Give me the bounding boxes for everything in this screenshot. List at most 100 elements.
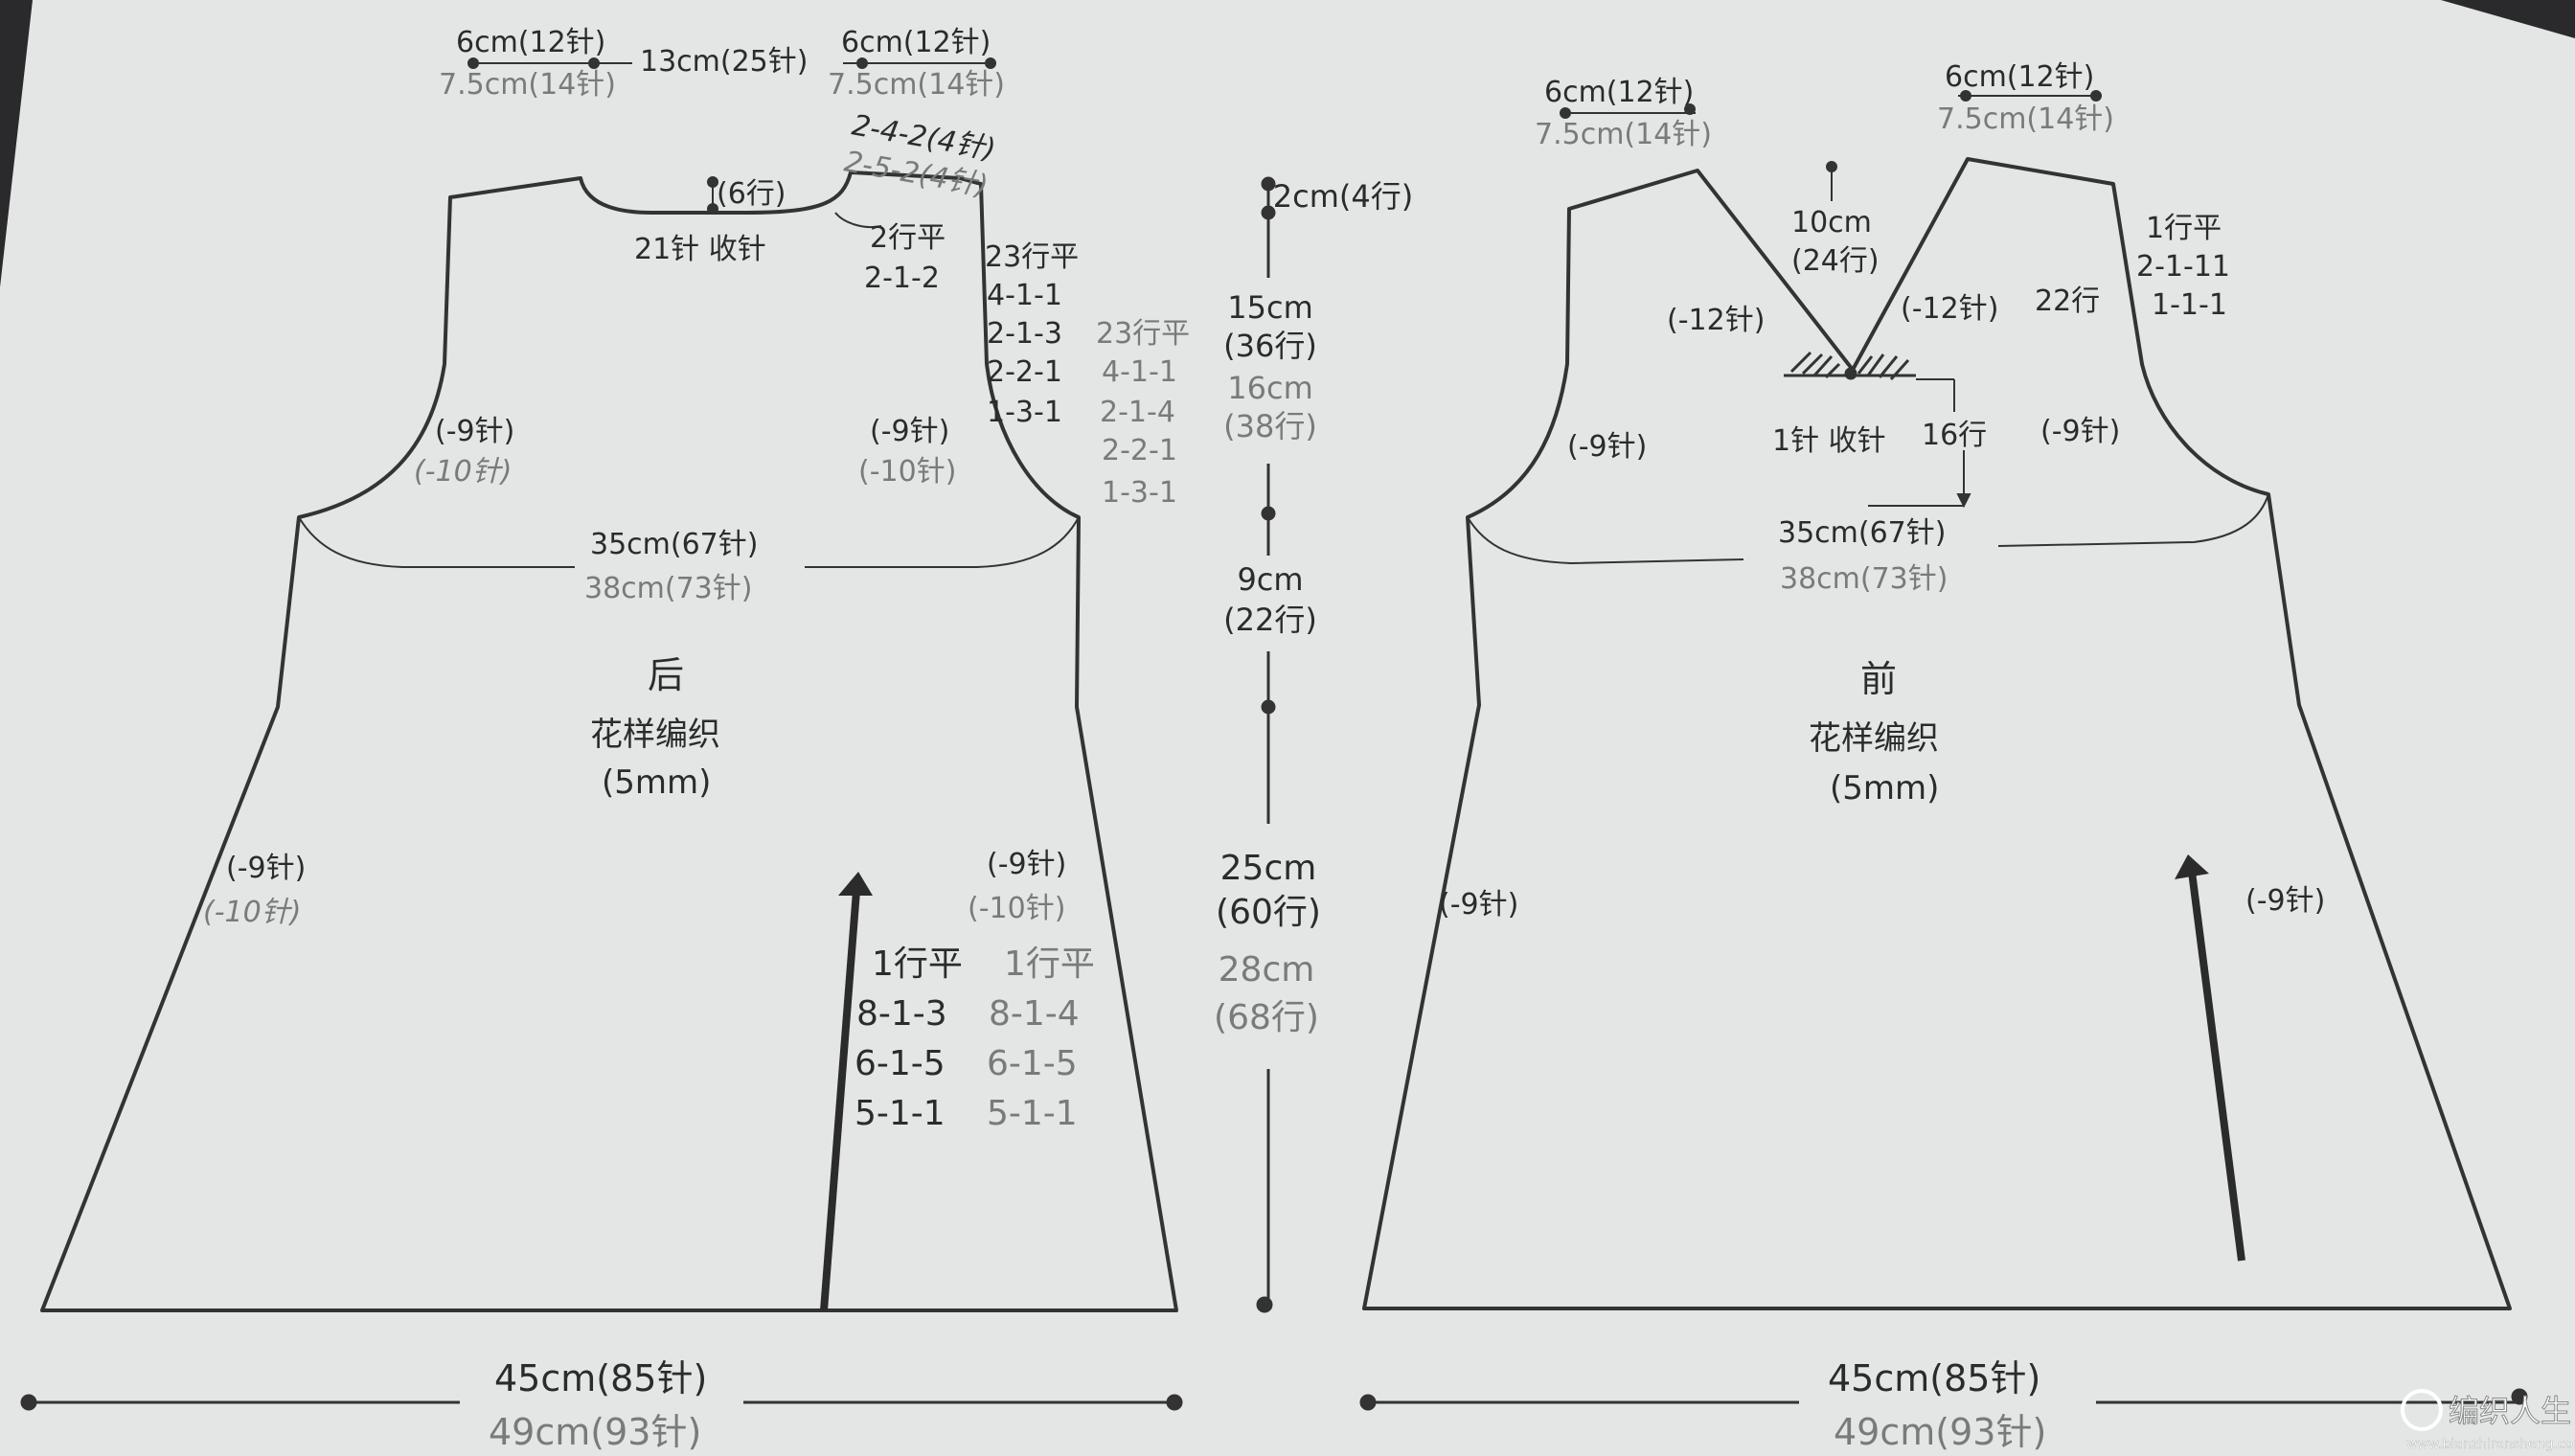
back-armhole-rules-b: 23行平 4-1-1 2-1-4 2-2-1 1-3-1 <box>1096 317 1190 510</box>
back-side-rules-a: 1行平 8-1-3 6-1-5 5-1-1 <box>855 944 963 1133</box>
back-outline <box>40 171 1178 1312</box>
height-mid-rows: (22行) <box>1223 602 1317 638</box>
back-neck-depth: (6行) <box>717 177 786 211</box>
svg-text:2-2-1: 2-2-1 <box>987 355 1062 389</box>
back-armhole-left: (-9针) <box>435 415 514 448</box>
front-armhole-right: (-9针) <box>2040 415 2120 448</box>
height-body: 25cm <box>1220 849 1317 888</box>
back-armhole-left-alt: (-10针) <box>414 455 512 489</box>
back-needle: (5mm) <box>602 763 711 802</box>
back-shoulder-top-left-alt: 7.5cm(14针) <box>439 68 616 102</box>
watermark-name: 编织人生 <box>2449 1393 2571 1429</box>
front-outline <box>1362 157 2512 1310</box>
back-chest: 35cm(67针) <box>590 528 758 561</box>
front-armhole-left: (-9针) <box>1567 430 1647 464</box>
front-chest-curve <box>1467 493 2269 564</box>
back-title: 后 <box>648 654 684 696</box>
svg-text:2-2-1: 2-2-1 <box>1102 434 1177 467</box>
back-chest-curve <box>298 516 1080 568</box>
svg-text:8-1-4: 8-1-4 <box>989 994 1080 1034</box>
height-body-rows: (60行) <box>1216 893 1321 932</box>
svg-text:1-3-1: 1-3-1 <box>987 396 1062 429</box>
height-armhole-alt-rows: (38行) <box>1223 408 1317 444</box>
back-side-rules-b: 1行平 8-1-4 6-1-5 5-1-1 <box>987 944 1095 1133</box>
back-piece <box>40 171 1178 1312</box>
svg-text:23行平: 23行平 <box>985 240 1079 274</box>
back-neck-width: 13cm(25针) <box>640 45 808 79</box>
svg-text:4-1-1: 4-1-1 <box>1102 355 1177 389</box>
svg-text:1行平: 1行平 <box>1004 944 1095 984</box>
front-top-dims <box>1560 90 2102 509</box>
back-top-dims <box>467 57 996 228</box>
height-armhole-alt: 16cm <box>1227 370 1312 406</box>
svg-text:4-1-1: 4-1-1 <box>987 279 1062 312</box>
front-chest-alt: 38cm(73针) <box>1780 562 1948 596</box>
front-hem-alt: 49cm(93针) <box>1834 1411 2046 1453</box>
back-hem: 45cm(85针) <box>494 1357 707 1399</box>
svg-text:23行平: 23行平 <box>1096 317 1190 351</box>
svg-text:1-1-1: 1-1-1 <box>2152 288 2227 322</box>
height-body-alt: 28cm <box>1219 950 1315 990</box>
front-v-rows: (24行) <box>1791 244 1880 278</box>
back-side-left: (-9针) <box>226 852 306 885</box>
back-neck-flat: 2行平 <box>870 221 946 255</box>
back-side-right: (-9针) <box>987 848 1066 881</box>
front-center-rows: 16行 <box>1922 419 1987 452</box>
height-armhole-rows: (36行) <box>1223 328 1317 364</box>
svg-text:6-1-5: 6-1-5 <box>855 1044 946 1083</box>
watermark-logo-icon <box>2401 1389 2443 1431</box>
front-shoulder-right: 6cm(12针) <box>1945 60 2094 94</box>
svg-text:1行平: 1行平 <box>2146 212 2222 245</box>
front-pattern: 花样编织 <box>1809 719 1939 758</box>
front-needle: (5mm) <box>1830 769 1939 808</box>
height-body-alt-rows: (68行) <box>1214 998 1319 1037</box>
front-v-side-rows: 22行 <box>2035 284 2100 318</box>
back-pattern: 花样编织 <box>590 716 720 754</box>
height-armhole: 15cm <box>1227 289 1312 326</box>
front-hem: 45cm(85针) <box>1828 1357 2040 1399</box>
front-center-bind: 1针 收针 <box>1772 424 1886 458</box>
svg-text:6-1-5: 6-1-5 <box>987 1044 1078 1083</box>
back-side-right-alt: (-10针) <box>968 892 1065 925</box>
svg-text:8-1-3: 8-1-3 <box>856 994 947 1034</box>
front-title: 前 <box>1860 658 1897 700</box>
svg-text:5-1-1: 5-1-1 <box>855 1094 946 1133</box>
back-shoulder-top-right: 6cm(12针) <box>841 26 991 59</box>
front-v-right: (-12针) <box>1901 292 1998 326</box>
front-piece <box>1362 157 2512 1310</box>
back-neck-rule: 2-1-2 <box>864 262 940 295</box>
back-shoulder-top-right-alt: 7.5cm(14针) <box>828 68 1005 102</box>
back-armhole-rules-a: 23行平 4-1-1 2-1-3 2-2-1 1-3-1 <box>985 240 1079 429</box>
front-v-left: (-12针) <box>1667 304 1765 337</box>
height-mid: 9cm <box>1237 561 1303 598</box>
v-neck-hatch <box>1784 351 1916 381</box>
front-shoulder-left-alt: 7.5cm(14针) <box>1535 118 1712 151</box>
front-shoulder-left: 6cm(12针) <box>1544 76 1694 109</box>
svg-text:2-1-11: 2-1-11 <box>2136 250 2230 284</box>
back-chest-alt: 38cm(73针) <box>584 572 752 605</box>
svg-text:2-1-3: 2-1-3 <box>987 317 1062 351</box>
front-hem-dim <box>1359 1388 2528 1411</box>
front-side-right: (-9针) <box>2245 884 2325 918</box>
svg-text:1行平: 1行平 <box>872 944 963 984</box>
front-shoulder-right-alt: 7.5cm(14针) <box>1937 102 2114 136</box>
watermark: 编织人生 www.bianzhirensheng.com <box>2401 1389 2575 1452</box>
svg-text:2-1-4: 2-1-4 <box>1100 396 1175 429</box>
back-hem-dim <box>20 1394 1183 1411</box>
back-armhole-right-alt: (-10针) <box>858 455 956 489</box>
svg-text:5-1-1: 5-1-1 <box>987 1094 1078 1133</box>
front-shoulder-rules: 1行平 2-1-11 1-1-1 <box>2136 212 2230 322</box>
height-top: 2cm(4行) <box>1273 178 1413 215</box>
back-shoulder-top-left: 6cm(12针) <box>456 26 605 59</box>
front-v-depth: 10cm <box>1791 206 1872 239</box>
front-direction-arrow <box>2175 854 2245 1262</box>
height-ruler <box>1256 176 1276 1313</box>
front-side-left: (-9针) <box>1439 888 1518 921</box>
back-armhole-right: (-9针) <box>870 415 949 448</box>
front-chest: 35cm(67针) <box>1778 516 1946 550</box>
back-direction-arrow <box>820 872 873 1311</box>
back-neck-bind: 21针 收针 <box>634 233 766 266</box>
back-side-left-alt: (-10针) <box>203 896 301 929</box>
